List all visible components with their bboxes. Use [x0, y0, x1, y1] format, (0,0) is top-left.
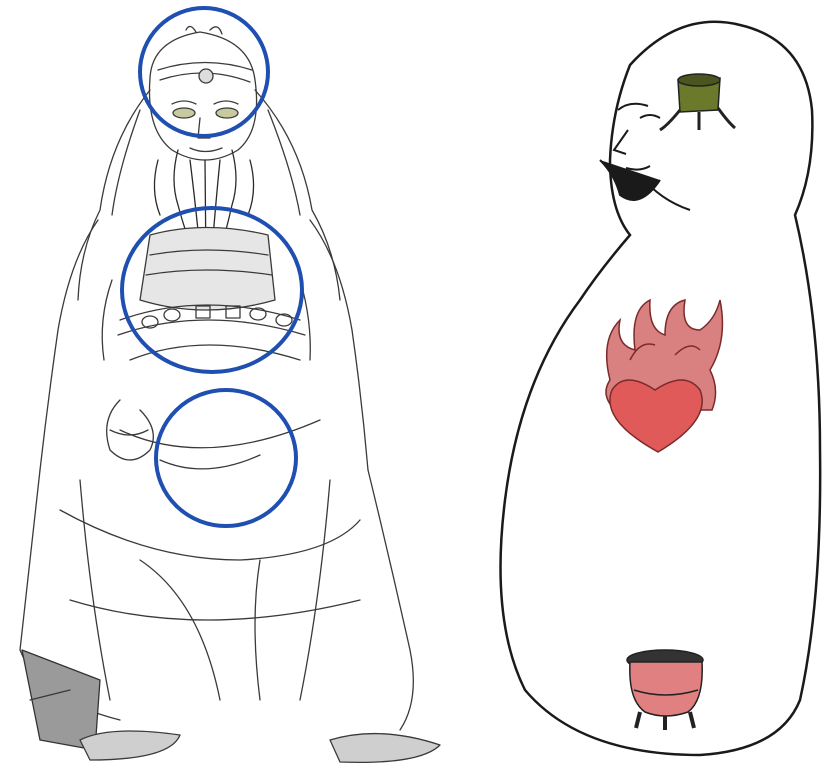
seated-figure-sketch — [20, 26, 440, 762]
belly-ring — [156, 390, 296, 526]
gourd-silhouette — [501, 22, 821, 755]
cauldron-icon — [627, 650, 703, 730]
chest-plate — [118, 228, 305, 336]
crown-cup-icon — [660, 74, 735, 130]
figure-head — [149, 26, 256, 160]
flaming-heart-icon — [606, 300, 722, 452]
